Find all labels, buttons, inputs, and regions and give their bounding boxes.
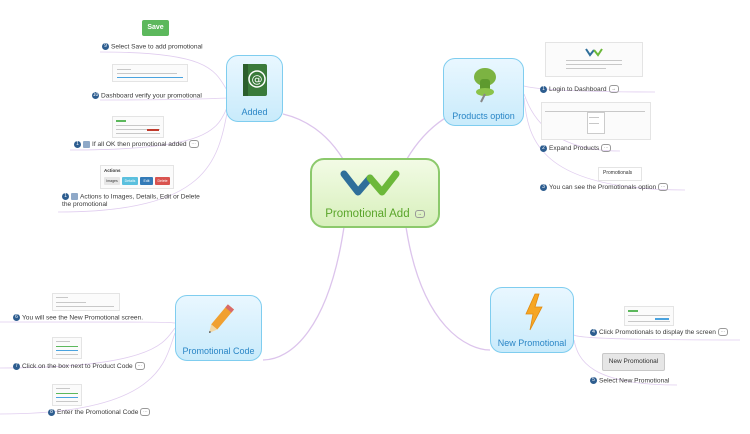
leaf-text: Click on the box next to Product Code bbox=[22, 362, 133, 370]
promotionals-caption-screenshot: Promotionals bbox=[598, 167, 642, 181]
step-number: 1 bbox=[540, 85, 547, 93]
leaf-text: Dashboard verify your promotional bbox=[101, 92, 202, 100]
actions-screenshot: Actions Images Details Edit Delete bbox=[100, 165, 174, 189]
link-icon[interactable]: ··· bbox=[188, 140, 199, 148]
note-icon bbox=[71, 193, 78, 200]
step-number: 6 bbox=[13, 314, 20, 321]
leaf-text: Enter the Promotional Code bbox=[57, 408, 139, 416]
topic-added-label: Added bbox=[241, 107, 268, 117]
images-button-image: Images bbox=[104, 177, 120, 185]
edit-button-image: Edit bbox=[140, 177, 153, 185]
pushpin-icon bbox=[474, 68, 496, 103]
topic-products[interactable]: Products option bbox=[443, 58, 524, 126]
promotional-list-screenshot bbox=[112, 116, 164, 138]
step-number: 7 bbox=[13, 362, 20, 370]
new-promotional-button-image: New Promotional bbox=[602, 353, 665, 371]
logo-icon bbox=[340, 170, 400, 196]
link-icon[interactable]: → bbox=[608, 85, 619, 93]
topic-new-promotional[interactable]: New Promotional bbox=[490, 287, 574, 353]
link-icon[interactable]: ··· bbox=[134, 362, 145, 370]
topic-added[interactable]: @ Added bbox=[226, 55, 283, 122]
topic-promotional-code-label: Promotional Code bbox=[182, 346, 255, 356]
leaf-text: You can see the Promotionals option bbox=[549, 183, 657, 191]
step-number: 3 bbox=[540, 183, 547, 191]
save-button-image: Save bbox=[142, 20, 169, 36]
leaf-text: If all OK then promotional added bbox=[92, 140, 187, 148]
details-button-image: Details bbox=[122, 177, 138, 185]
promo-code-entry-screenshot bbox=[52, 384, 82, 406]
expand-products-screenshot bbox=[541, 102, 651, 140]
step-number: 2 bbox=[540, 144, 547, 152]
leaf-if-ok[interactable]: 1 If all OK then promotional added··· bbox=[74, 140, 199, 149]
leaf-text: Expand Products bbox=[549, 144, 600, 152]
leaf-text: You will see the New Promotional screen. bbox=[22, 314, 144, 322]
link-icon[interactable]: ··· bbox=[140, 408, 151, 416]
svg-text:@: @ bbox=[252, 73, 263, 86]
product-code-box-screenshot bbox=[52, 337, 82, 359]
step-number: 1 bbox=[62, 193, 69, 200]
topic-products-label: Products option bbox=[452, 111, 515, 121]
central-topic-label: Promotional Add → bbox=[312, 208, 438, 220]
promotionals-screen-screenshot bbox=[624, 306, 674, 326]
address-book-icon: @ bbox=[243, 64, 267, 96]
actions-title: Actions bbox=[104, 168, 121, 173]
leaf-text: Select Save to add promotional bbox=[111, 43, 203, 51]
step-number: 10 bbox=[92, 92, 99, 99]
new-promotional-screen-screenshot bbox=[52, 293, 120, 311]
leaf-text: Actions to Images, Details, Edit or Dele… bbox=[80, 193, 200, 201]
leaf-text: Login to Dashboard bbox=[549, 85, 607, 93]
step-number: 4 bbox=[590, 328, 597, 336]
step-number: 5 bbox=[590, 377, 597, 384]
leaf-text: Click Promotionals to display the screen bbox=[599, 328, 716, 336]
delete-button-image: Delete bbox=[155, 177, 170, 185]
pencil-icon bbox=[209, 304, 234, 334]
leaf-text-line2: the promotional bbox=[62, 201, 108, 209]
link-icon[interactable]: ··· bbox=[717, 328, 728, 336]
note-icon bbox=[83, 140, 90, 148]
dashboard-screenshot bbox=[112, 64, 188, 82]
link-icon[interactable]: ··· bbox=[658, 183, 669, 191]
central-topic[interactable]: Promotional Add → bbox=[310, 158, 440, 228]
link-icon[interactable]: ··· bbox=[601, 144, 612, 152]
link-icon[interactable]: → bbox=[414, 209, 425, 218]
topic-promotional-code[interactable]: Promotional Code bbox=[175, 295, 262, 361]
login-screenshot bbox=[545, 42, 643, 77]
promotionals-caption: Promotionals bbox=[603, 170, 633, 176]
step-number: 8 bbox=[48, 408, 55, 416]
topic-new-promotional-label: New Promotional bbox=[497, 338, 567, 348]
lightning-icon bbox=[525, 293, 543, 331]
step-number: 1 bbox=[74, 140, 81, 148]
logo-icon bbox=[585, 48, 603, 57]
leaf-actions[interactable]: 1 Actions to Images, Details, Edit or Del… bbox=[62, 193, 200, 209]
step-number: 9 bbox=[102, 43, 109, 50]
leaf-text: Select New Promotional bbox=[599, 377, 670, 385]
